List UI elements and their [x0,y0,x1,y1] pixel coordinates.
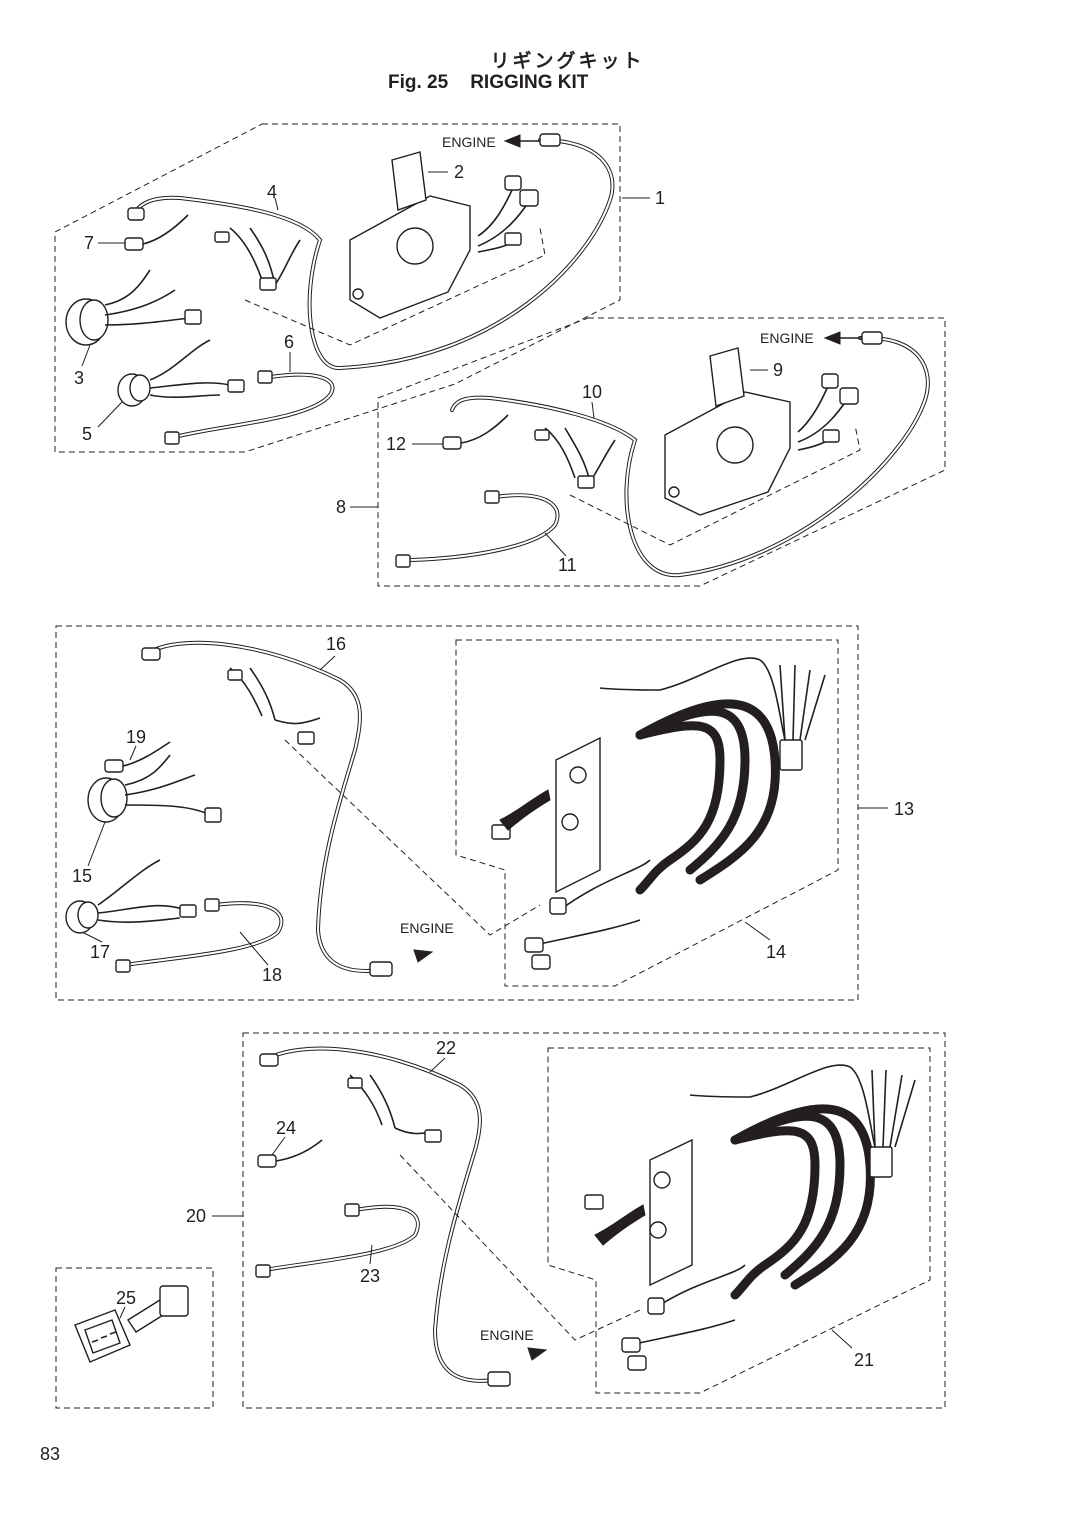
callout-22: 22 [436,1038,456,1058]
engine-label: ENGINE [760,330,814,346]
kit-group-1 [54,123,621,453]
tachometer-gauge-15 [87,754,222,823]
engine-label: ENGINE [400,920,454,936]
page-number: 83 [40,1444,61,1464]
remote-control-box-2 [664,347,791,516]
kit-group-2 [377,317,946,587]
engine-marker-1: ENGINE [442,134,540,150]
callout-24: 24 [276,1118,296,1138]
callout-8: 8 [336,497,346,517]
callout-17: 17 [90,942,110,962]
title-japanese: リギングキット [490,51,645,72]
engine-marker-2: ENGINE [760,330,862,346]
callout-25: 25 [116,1288,136,1308]
callout-11: 11 [558,555,577,575]
callout-16: 16 [326,634,346,654]
switch-assembly-17 [65,859,197,934]
leader-lines [81,171,888,1349]
callout-6: 6 [284,332,294,352]
callout-23: 23 [360,1266,380,1286]
callout-4: 4 [267,182,277,202]
engine-label: ENGINE [480,1327,534,1343]
callout-18: 18 [262,965,282,985]
figure-title: Fig. 25 RIGGING KIT [388,72,610,94]
callout-3: 3 [74,368,84,388]
callout-14: 14 [766,942,786,962]
figure-title-text: RIGGING KIT [470,72,589,93]
main-harness-21 [584,1064,916,1371]
engine-marker-4: ENGINE [480,1327,548,1361]
kit-group-4 [55,1032,946,1409]
callout-2: 2 [454,162,464,182]
callout-1: 1 [655,188,665,208]
callout-9: 9 [773,360,783,380]
kit-group-3 [55,625,859,1001]
callout-21: 21 [854,1350,874,1370]
tachometer-gauge-3 [65,269,202,346]
callout-7: 7 [84,233,94,253]
engine-marker-3: ENGINE [400,920,454,963]
engine-label: ENGINE [442,134,496,150]
switch-assembly-5 [117,339,245,407]
callout-numbers: 1 2 3 4 5 6 7 8 9 10 11 12 13 14 15 16 1… [72,162,914,1370]
remote-control-box-1 [349,151,471,319]
main-harness-13 [491,657,826,970]
callout-10: 10 [582,382,602,402]
callout-13: 13 [894,799,914,819]
figure-number: Fig. 25 [388,72,449,93]
trim-switch-panel-25 [74,1285,189,1363]
callout-20: 20 [186,1206,206,1226]
callout-19: 19 [126,727,146,747]
callout-12: 12 [386,434,406,454]
callout-15: 15 [72,866,92,886]
callout-5: 5 [82,424,92,444]
